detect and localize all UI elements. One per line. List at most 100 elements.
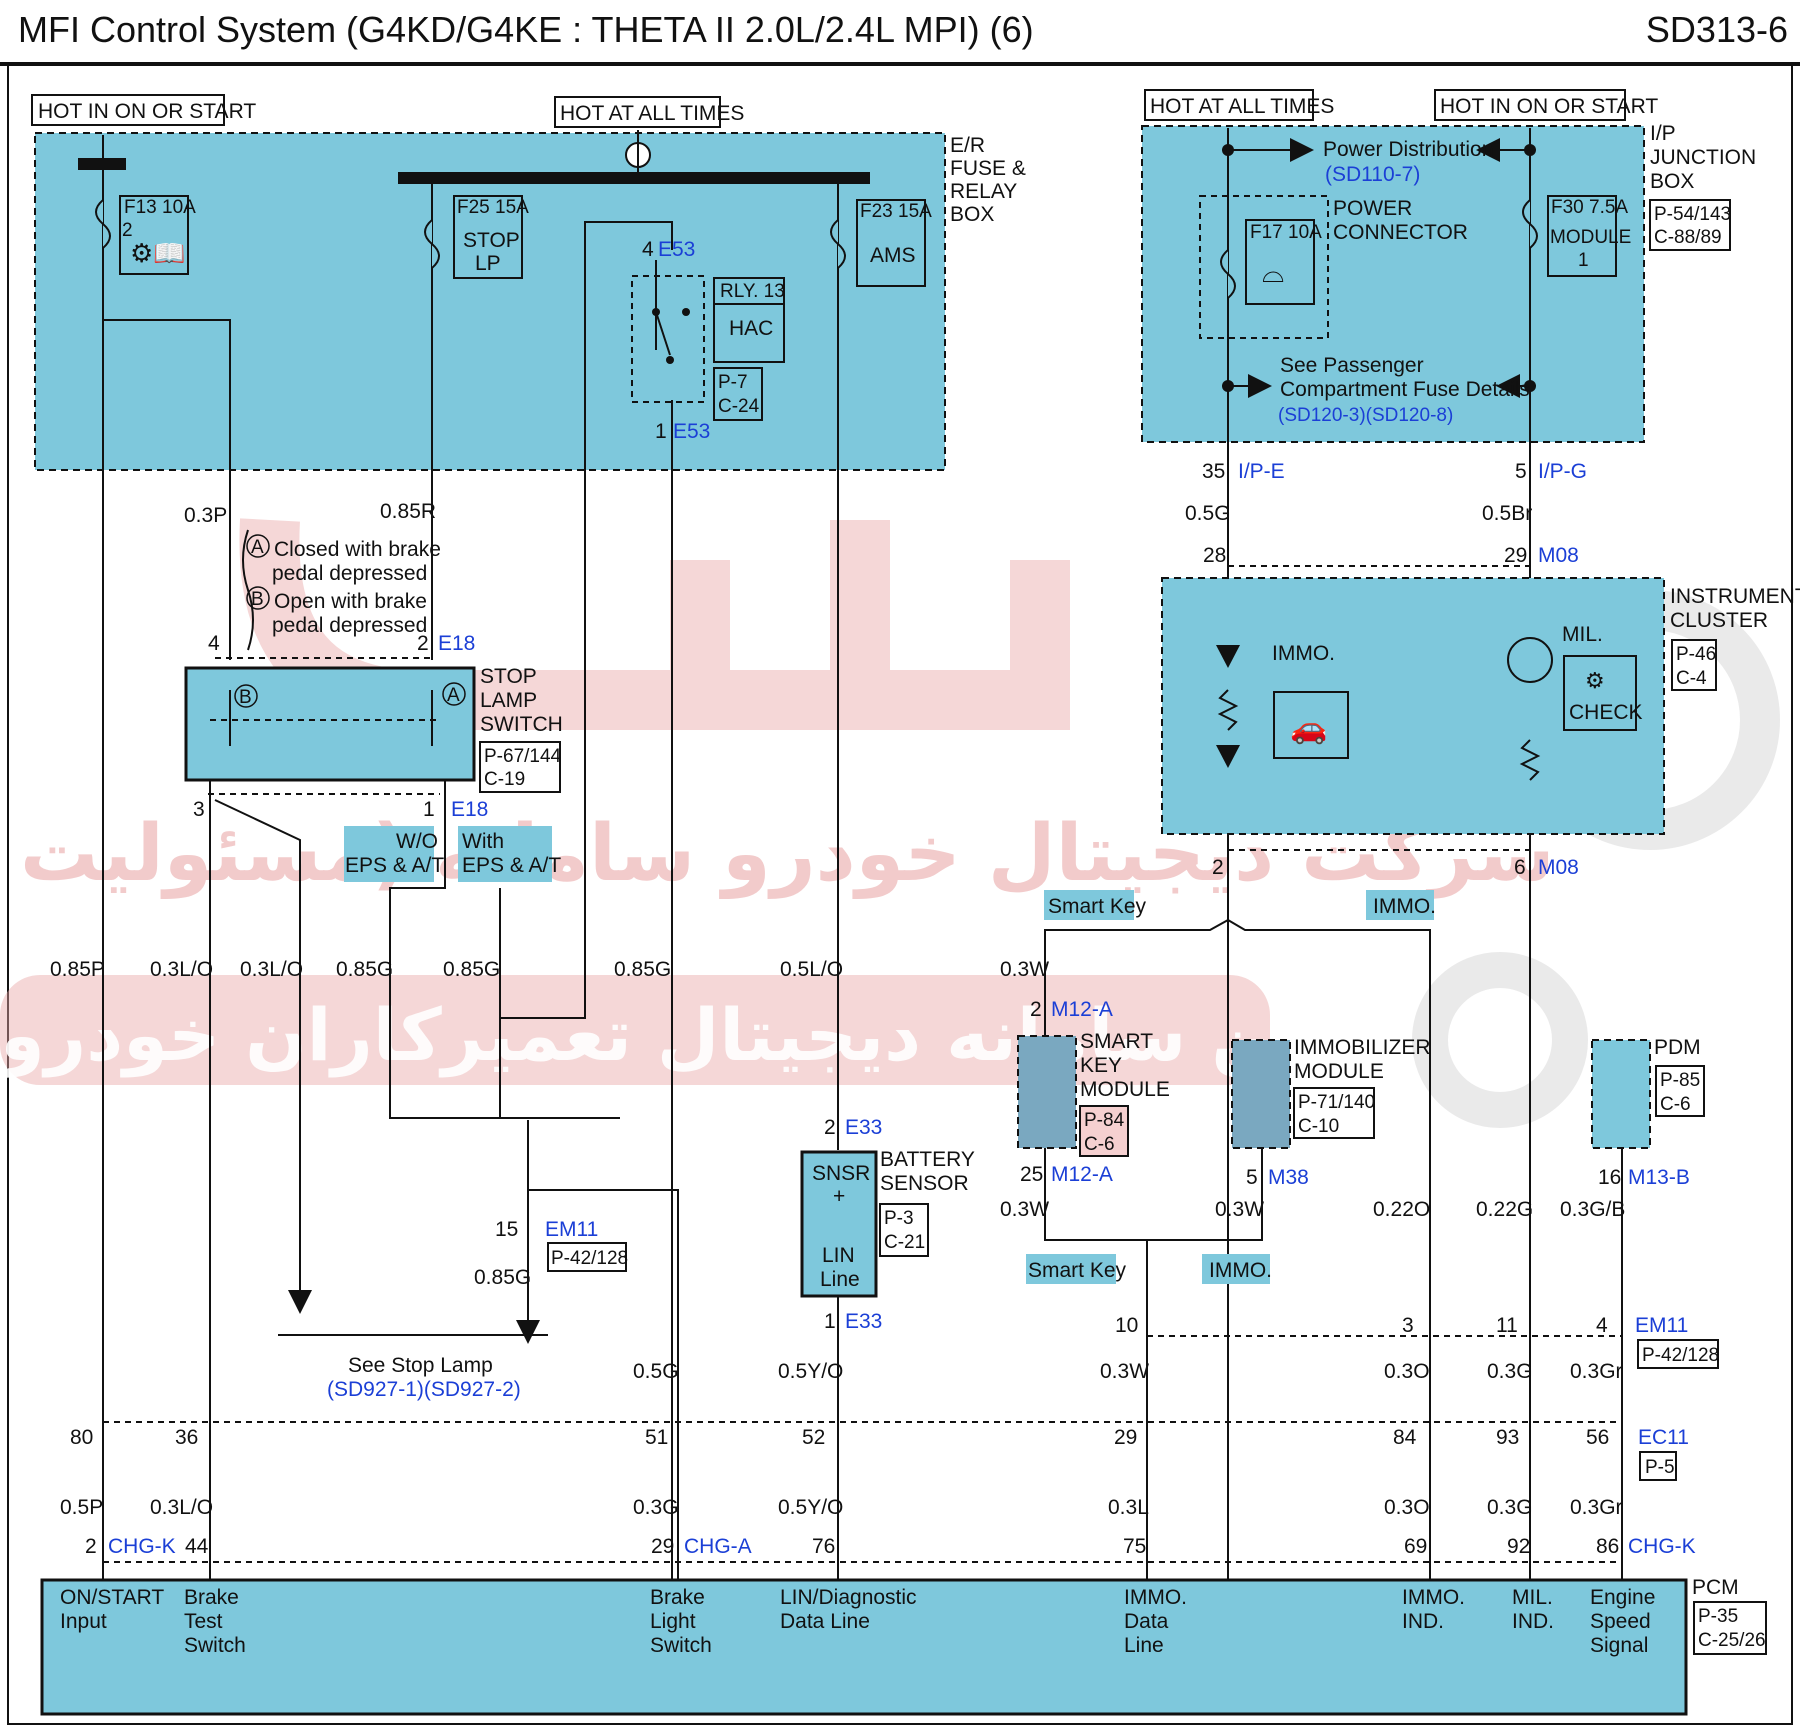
svg-text:INSTRUMENT: INSTRUMENT: [1670, 585, 1800, 608]
svg-text:MODULE: MODULE: [1294, 1060, 1384, 1083]
pdm-ref-box: [1655, 1065, 1705, 1117]
smart-key-tag: [1044, 890, 1134, 920]
pcm-conn-chgk-2: CHG-K: [1628, 1535, 1696, 1558]
sls-ref-c: C-19: [484, 769, 525, 790]
svg-text:STOP: STOP: [480, 665, 537, 688]
wire-03w-b: 0.3W: [1215, 1198, 1264, 1221]
svg-text:A: A: [447, 685, 460, 706]
hot-on-start-right: HOT IN ON OR START: [1440, 95, 1658, 118]
power-distribution-ref: (SD110-7): [1325, 163, 1420, 186]
svg-text:0.3W: 0.3W: [1100, 1360, 1149, 1383]
svg-text:86: 86: [1596, 1535, 1619, 1558]
bs-ref-c: C-21: [884, 1232, 925, 1253]
ip-jb-ref-box: [1649, 199, 1731, 251]
svg-text:4: 4: [1596, 1314, 1608, 1337]
svg-text:⚙: ⚙: [1585, 669, 1605, 694]
svg-text:CONNECTOR: CONNECTOR: [1333, 221, 1468, 244]
sls-conn-e18-top: E18: [438, 632, 475, 655]
ip-jb-ref-p: P-54/143: [1654, 204, 1731, 225]
svg-text:I/P: I/P: [1650, 122, 1676, 145]
hac-box: [713, 303, 785, 363]
pcm-lower-pins: 2 44 29 76 75 69 92 86: [85, 1535, 1619, 1558]
relay-label: RLY. 13: [720, 281, 785, 302]
mid-wire-labels: 0.85P 0.3L/O 0.3L/O 0.85G 0.85G 0.85G 0.…: [50, 958, 843, 981]
svg-text:3: 3: [1402, 1314, 1414, 1337]
svg-text:75: 75: [1123, 1535, 1146, 1558]
fuse-f25-label: F25 15A: [457, 197, 529, 218]
fuse-f13-label: F13 10A: [124, 197, 196, 218]
hot-all-times-label-box: [554, 96, 721, 128]
relay-conn-e53-top: E53: [658, 238, 695, 261]
relay-conn-e53-bot: E53: [673, 420, 710, 443]
fuse-f25-text-2: LP: [475, 252, 501, 275]
sls-pin-1: 1: [423, 798, 435, 821]
ic-conn-m08-top: M08: [1538, 544, 1579, 567]
fuse-f13-icon: [95, 199, 111, 249]
svg-text:SWITCH: SWITCH: [480, 713, 563, 736]
relay-dashed-outline: [631, 275, 705, 403]
svg-text:0.3L/O: 0.3L/O: [150, 1496, 213, 1519]
imm-ref-box: [1293, 1087, 1375, 1139]
pcm-ref-c: C-25/26: [1698, 1630, 1766, 1651]
svg-text:🚗: 🚗: [1290, 711, 1327, 746]
ic-ref-p: P-46: [1676, 644, 1716, 665]
fuse-f23-text: AMS: [870, 244, 916, 267]
svg-text:0.3Gr: 0.3Gr: [1570, 1496, 1623, 1519]
hot-all-times-right-box: [1144, 89, 1314, 121]
fuse-f23-box: [856, 199, 926, 287]
with-eps-tag: [458, 826, 552, 882]
pcm-upper-pins: 80 36 51 52 29 84 93 56: [70, 1426, 1609, 1449]
smart-key-tag-2-text: Smart Key: [1028, 1259, 1127, 1282]
page-code: SD313-6: [1646, 9, 1788, 50]
svg-text:ON/START: ON/START: [60, 1586, 164, 1609]
skm-conn-bot: M12-A: [1051, 1163, 1113, 1186]
stop-lamp-switch: [184, 666, 476, 782]
sls-pin-4: 4: [208, 632, 220, 655]
svg-text:Speed: Speed: [1590, 1610, 1651, 1633]
ic-ref-c: C-4: [1676, 668, 1707, 689]
wire-03w-top: 0.3W: [1000, 958, 1049, 981]
wo-eps-text-2: EPS & A/T: [345, 854, 444, 877]
immo-key-icon: [1273, 691, 1349, 759]
svg-text:Signal: Signal: [1590, 1634, 1648, 1657]
smart-key-tag-text: Smart Key: [1048, 895, 1147, 918]
bs-conn-e33-top: E33: [845, 1116, 882, 1139]
svg-text:36: 36: [175, 1426, 198, 1449]
relay-ref-p: P-7: [718, 372, 748, 393]
ic-ref-box: [1671, 639, 1717, 691]
ip-jb-label: I/P JUNCTION BOX: [1650, 122, 1756, 193]
ic-pin-28: 28: [1203, 544, 1226, 567]
wire-05g-label: 0.5G: [633, 1360, 679, 1383]
pdm-pin-16: 16: [1598, 1166, 1621, 1189]
hot-all-times-label: HOT AT ALL TIMES: [560, 102, 744, 125]
hot-on-start-label: HOT IN ON OR START: [38, 100, 256, 123]
pcm-conn-chga: CHG-A: [684, 1535, 752, 1558]
svg-text:LIN/Diagnostic: LIN/Diagnostic: [780, 1586, 917, 1609]
battery-busbar: [398, 172, 870, 184]
pdm-ref-c: C-6: [1660, 1094, 1691, 1115]
svg-text:0.85G: 0.85G: [336, 958, 393, 981]
with-eps-text-1: With: [462, 830, 504, 853]
ic-conn-m08-bot: M08: [1538, 856, 1579, 879]
svg-text:BATTERY: BATTERY: [880, 1148, 975, 1171]
svg-text:29: 29: [1114, 1426, 1137, 1449]
svg-text:84: 84: [1393, 1426, 1417, 1449]
svg-text:44: 44: [185, 1535, 209, 1558]
skm-ref-box: [1079, 1105, 1129, 1157]
svg-text:29: 29: [651, 1535, 674, 1558]
immo-tag-2-text: IMMO.: [1209, 1259, 1272, 1282]
svg-text:BOX: BOX: [1650, 170, 1694, 193]
pcm-label: PCM: [1692, 1576, 1739, 1599]
sls-ref-box: [479, 741, 561, 793]
wire-022g: 0.22G: [1476, 1198, 1533, 1221]
svg-text:MODULE: MODULE: [1080, 1078, 1170, 1101]
engine-check-icon: ⚙📖: [130, 239, 186, 269]
bs-ref-box: [879, 1203, 929, 1257]
svg-text:Data: Data: [1124, 1610, 1169, 1633]
svg-text:10: 10: [1115, 1314, 1138, 1337]
power-distribution: Power Distribution: [1323, 138, 1493, 161]
bs-lin: LIN: [822, 1244, 855, 1267]
sls-conn-e18-bot: E18: [451, 798, 488, 821]
svg-text:Switch: Switch: [184, 1634, 246, 1657]
